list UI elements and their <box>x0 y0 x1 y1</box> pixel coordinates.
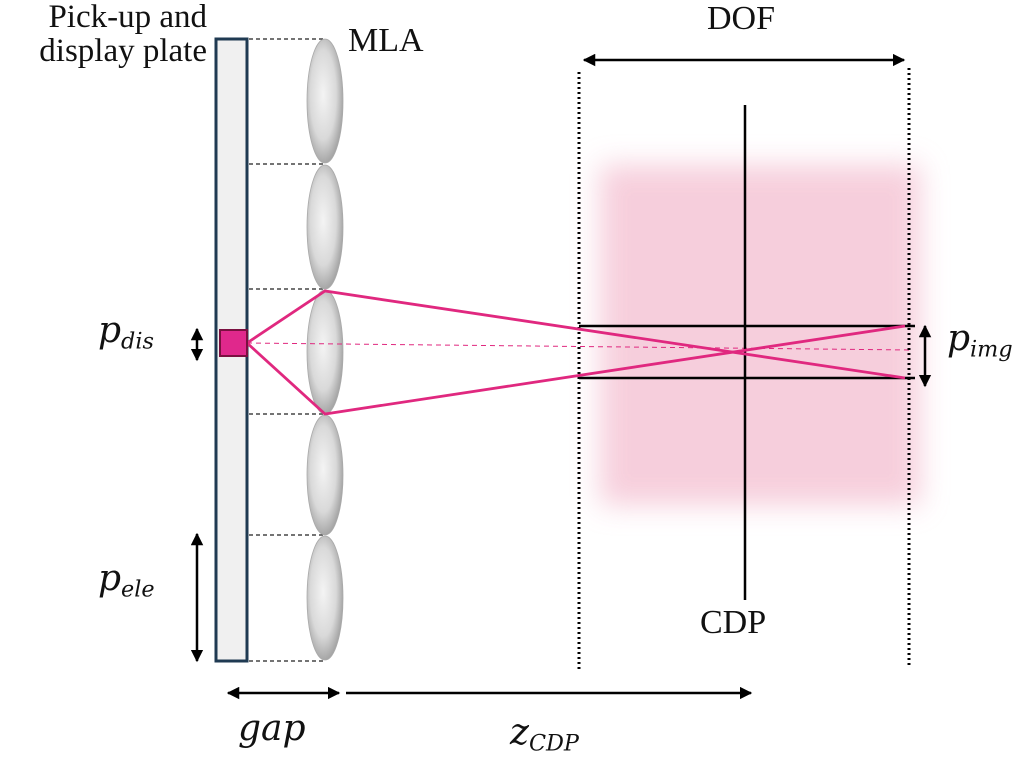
z-cdp-label: zCDP <box>510 712 579 757</box>
light-rays <box>246 289 906 416</box>
p-img-base: p <box>947 318 971 359</box>
p-img-sub: img <box>970 336 1013 363</box>
image-pixel-bounds <box>579 324 915 380</box>
gap-label: gap <box>238 708 306 749</box>
display-pixel <box>219 329 248 357</box>
dof-boundaries <box>577 68 911 672</box>
p-dis-sub: dis <box>121 328 154 355</box>
microlens <box>306 289 344 415</box>
p-ele-base: p <box>98 558 122 599</box>
plate-label-line1: Pick-up and <box>48 0 207 35</box>
microlens-array <box>306 38 344 661</box>
p-img-label: pimg <box>947 318 1013 363</box>
p-dis-base: p <box>98 310 122 351</box>
p-dis-label: pdis <box>98 310 154 355</box>
microlens <box>306 535 344 661</box>
cdp-label: CDP <box>700 604 767 641</box>
plate-label-line2: display plate <box>39 33 207 69</box>
p-ele-label: pele <box>98 558 155 603</box>
p-ele-sub: ele <box>121 576 155 603</box>
lens-boundary-guides <box>249 38 325 662</box>
z-cdp-base: z <box>510 712 529 753</box>
microlens <box>306 38 344 164</box>
plate-label: Pick-up and display plate <box>2 0 207 68</box>
microlens <box>306 414 344 536</box>
mla-label: MLA <box>348 22 424 59</box>
optical-axis <box>246 342 913 351</box>
z-cdp-sub: CDP <box>528 730 579 757</box>
depth-blur-region <box>600 165 920 505</box>
dof-label: DOF <box>707 0 776 37</box>
microlens <box>306 164 344 290</box>
